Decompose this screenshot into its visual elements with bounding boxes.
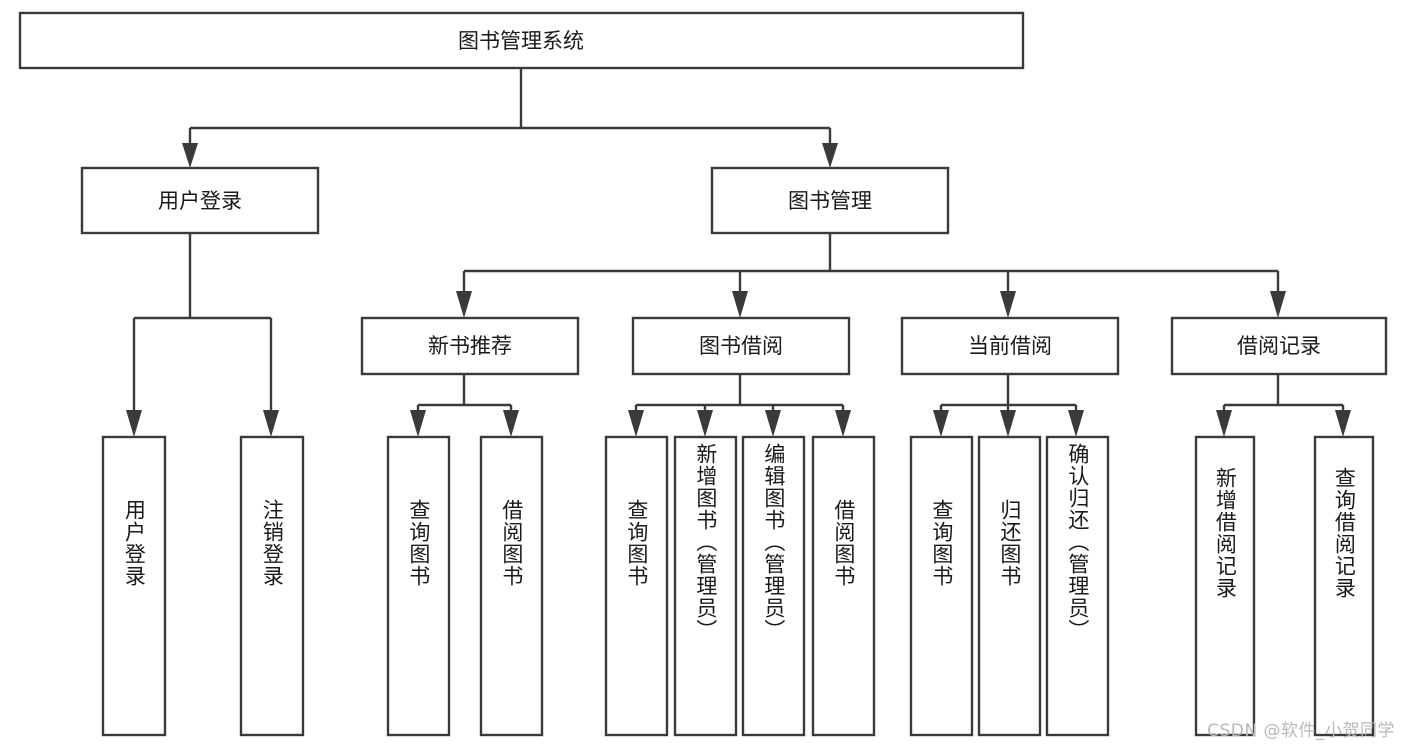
leaf-box-user-login[interactable] [101,435,167,737]
node-borrow-record-label: 借阅记录 [1237,334,1321,358]
arrow-icon [697,410,713,437]
leaf-box-return-book[interactable] [977,435,1042,737]
leaf-box-edit-book-admin[interactable] [741,435,806,737]
connector-bookmgmt-to-level3 [456,233,1286,318]
node-borrow-record[interactable]: 借阅记录 [1170,316,1388,376]
arrow-icon [503,410,519,437]
node-new-book-recommend[interactable]: 新书推荐 [360,316,580,376]
arrow-icon [835,410,851,437]
arrow-icon [126,410,142,437]
arrow-icon [410,410,426,437]
node-current-borrow[interactable]: 当前借阅 [900,316,1120,376]
leaf-box-logout[interactable] [239,435,305,737]
node-book-borrow-label: 图书借阅 [699,334,783,358]
node-current-borrow-label: 当前借阅 [968,334,1052,358]
arrow-icon [1000,410,1016,437]
node-new-book-recommend-label: 新书推荐 [428,334,512,358]
arrow-icon [1335,410,1351,437]
leaf-box-borrow-book-1[interactable] [479,435,544,737]
arrow-icon [933,410,949,437]
connector-borrowrecord-to-leaves [1216,374,1351,437]
arrow-icon [182,143,198,168]
arrow-icon [1216,410,1232,437]
arrow-icon [456,291,472,318]
node-book-borrow[interactable]: 图书借阅 [631,316,851,376]
arrow-icon [732,291,748,318]
leaf-box-add-borrow-record[interactable] [1194,435,1256,737]
arrow-icon [1068,410,1084,437]
leaf-box-confirm-return-admin[interactable] [1045,435,1110,737]
connector-userlogin-to-leaves [126,233,279,437]
arrow-icon [1270,291,1286,318]
arrow-icon [822,143,838,168]
node-root-label: 图书管理系统 [458,29,584,53]
leaf-box-add-book-admin[interactable] [673,435,738,737]
node-book-management-label: 图书管理 [788,189,872,213]
arrow-icon [628,410,644,437]
connector-bookborrow-to-leaves [628,374,851,437]
arrow-icon [765,410,781,437]
node-book-management[interactable]: 图书管理 [710,166,950,235]
connector-currentborrow-to-leaves [933,374,1084,437]
leaf-box-query-book-2[interactable] [604,435,669,737]
connector-newbook-to-leaves [410,374,519,437]
node-root[interactable]: 图书管理系统 [18,11,1025,70]
leaf-box-borrow-book-2[interactable] [811,435,876,737]
leaf-box-query-borrow-record[interactable] [1313,435,1375,737]
leaf-box-query-book-3[interactable] [909,435,974,737]
node-user-login[interactable]: 用户登录 [80,166,320,235]
node-user-login-label: 用户登录 [158,189,242,213]
watermark: CSDN @软件_小贺同学 [1207,721,1395,741]
arrow-icon [263,410,279,437]
connector-root-to-level2 [182,68,838,168]
arrow-icon [1000,291,1016,318]
leaf-box-query-book-1[interactable] [386,435,451,737]
